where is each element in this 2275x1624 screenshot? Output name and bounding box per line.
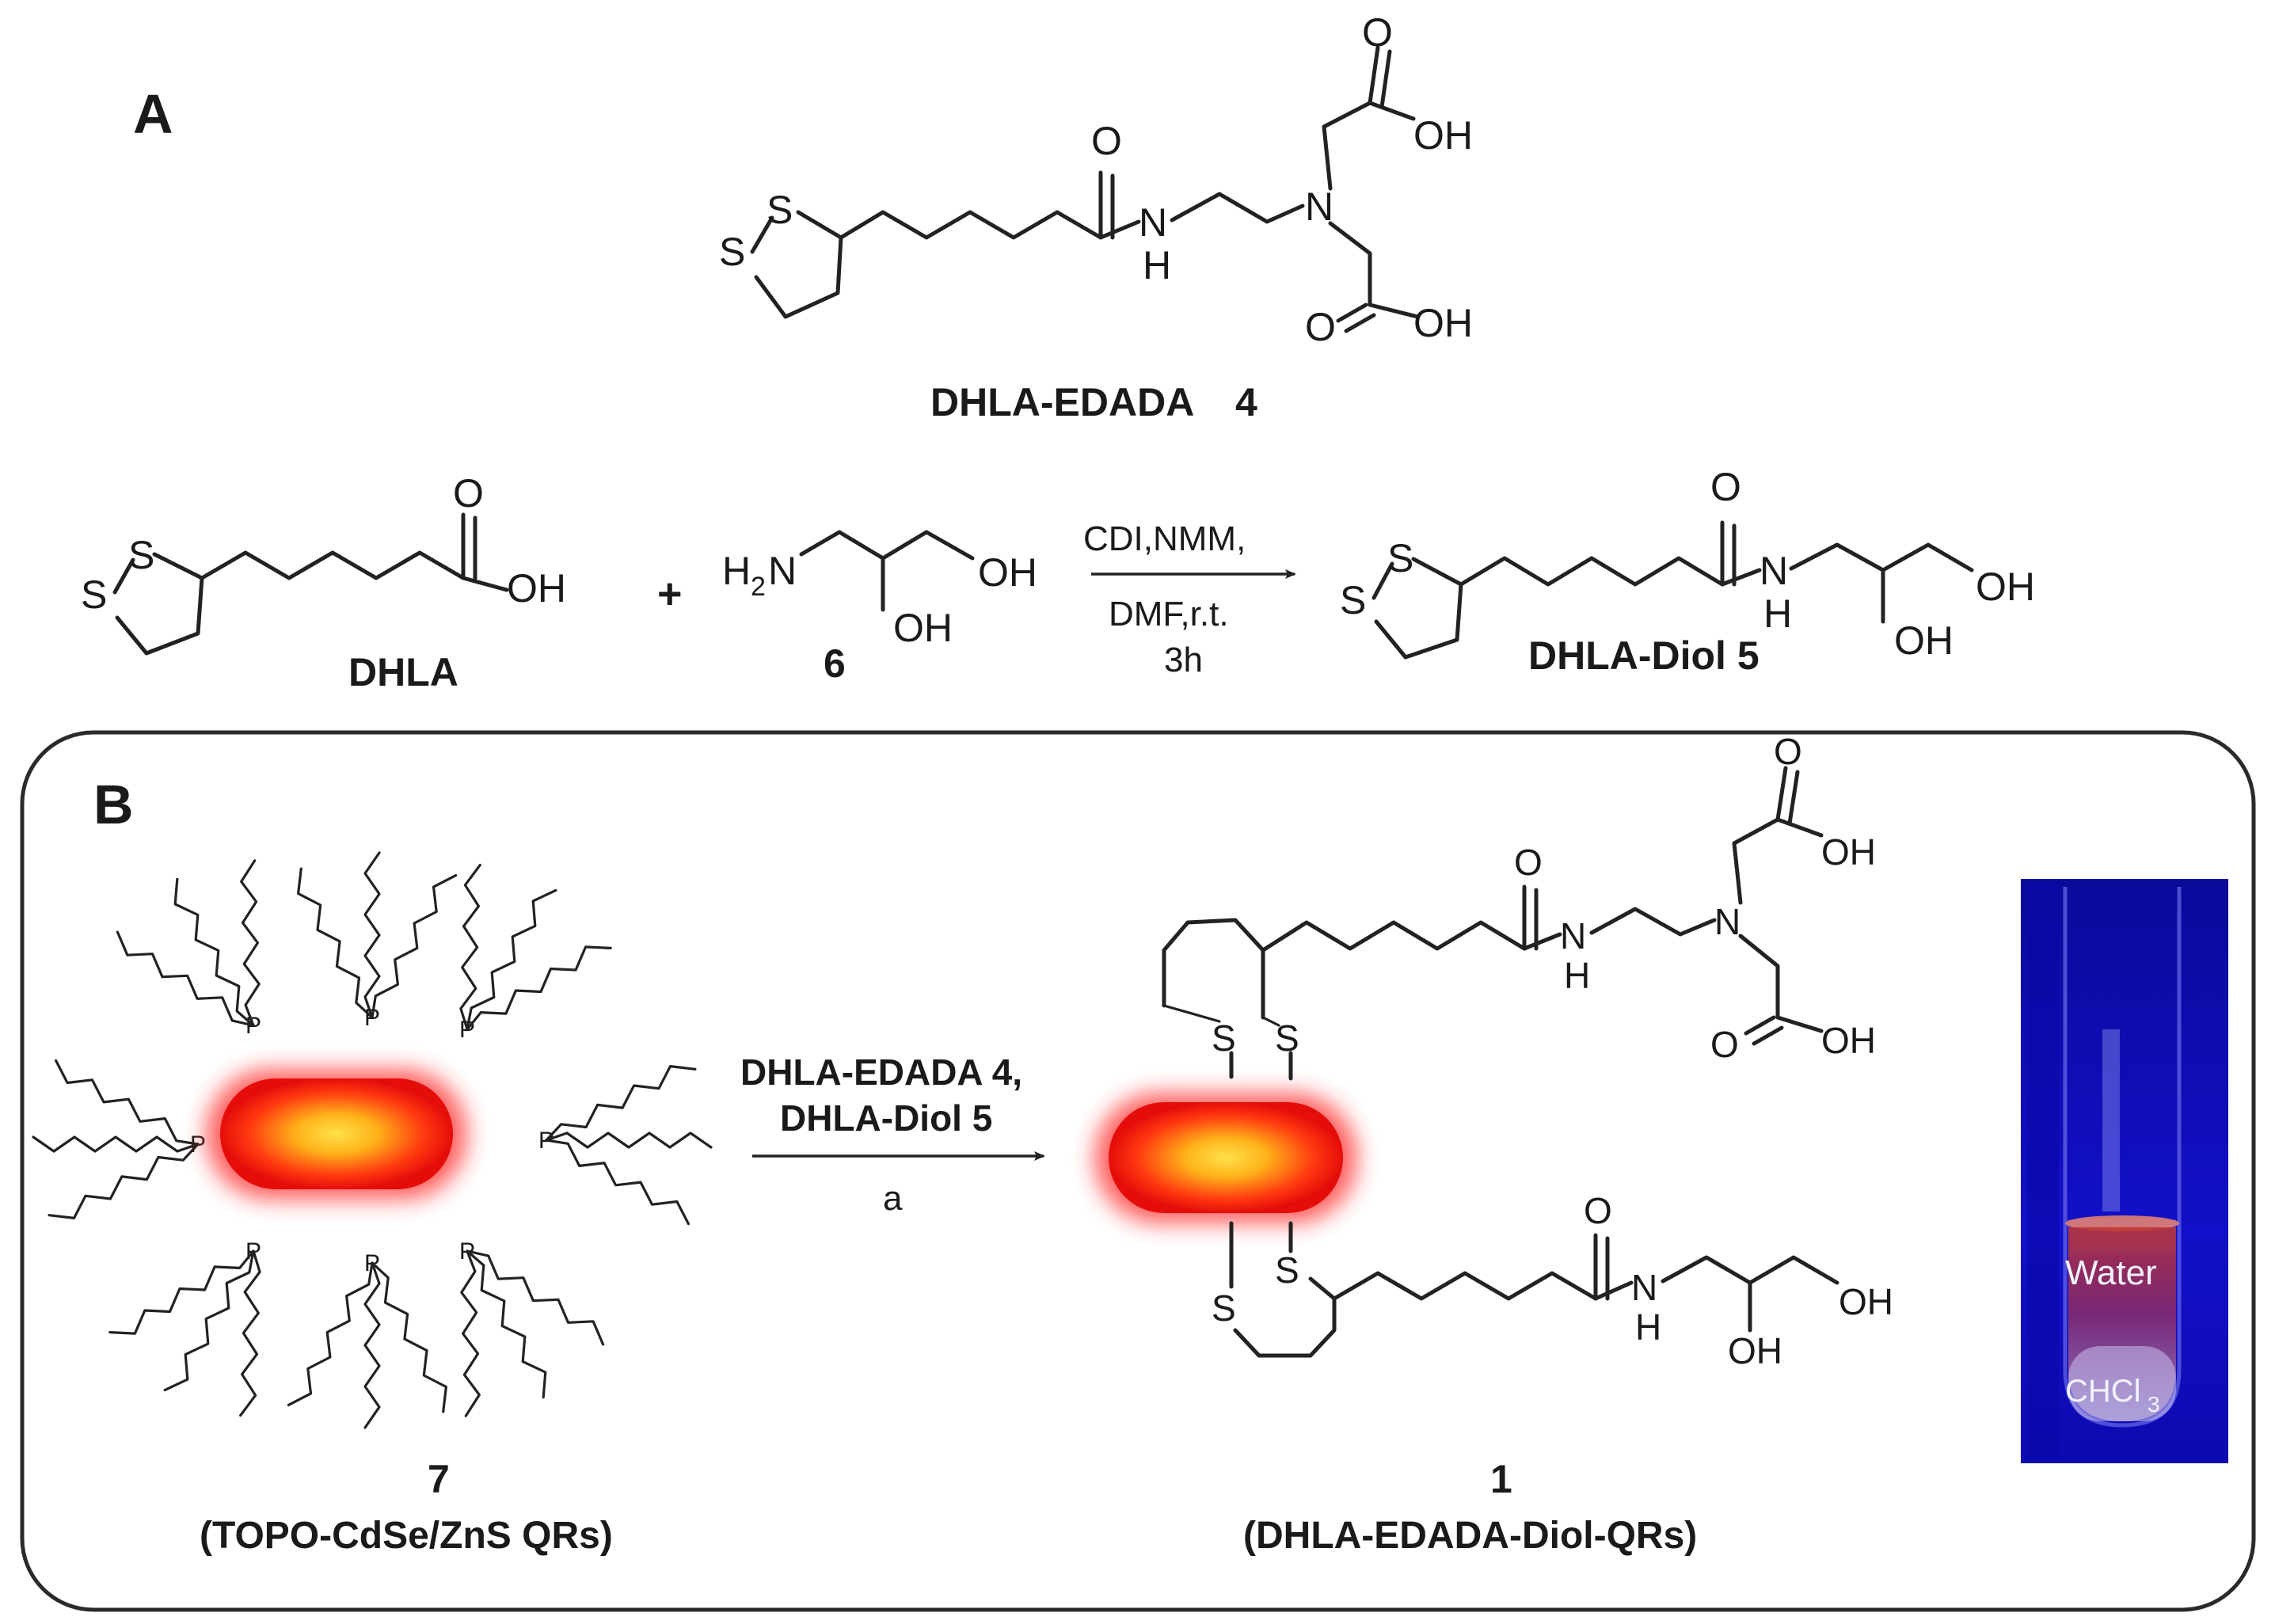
atom-prod-n1: N bbox=[1560, 915, 1586, 957]
vial-photo: Water CHCl 3 bbox=[2021, 879, 2228, 1463]
atom-prod-n2: N bbox=[1714, 901, 1740, 942]
conditions-line3: 3h bbox=[1164, 641, 1203, 679]
atom-o-acid1: O bbox=[1362, 10, 1393, 55]
topo-octyl-chain bbox=[173, 877, 255, 1027]
topo-octyl-chain bbox=[363, 1261, 381, 1429]
aminopropanediol-structure: H 2 N OH OH bbox=[722, 530, 1037, 650]
topo-octyl-chain bbox=[363, 851, 381, 1019]
topo-octyl-chain bbox=[240, 859, 261, 1027]
photo-chcl-sub: 3 bbox=[2148, 1392, 2160, 1417]
atom-s2: S bbox=[719, 230, 745, 274]
atom-prod-h3: H bbox=[1635, 1306, 1661, 1348]
atom-prod-o1: O bbox=[1514, 842, 1543, 883]
panel-a-letter: A bbox=[133, 83, 173, 145]
atom-o-acid2: O bbox=[1305, 305, 1336, 349]
topo-octyl-chain bbox=[466, 1249, 547, 1399]
atom-prod-n3: N bbox=[1631, 1267, 1657, 1308]
product-name: (DHLA-EDADA-Diol-QRs) bbox=[1243, 1515, 1697, 1557]
atom-prod-oh4: OH bbox=[1728, 1330, 1782, 1371]
atom-amine-oh2: OH bbox=[893, 606, 953, 650]
conditions-line2: DMF,r.t. bbox=[1109, 595, 1229, 633]
reagent-line1: DHLA-EDADA 4, bbox=[740, 1052, 1022, 1093]
atom-dhla-oh: OH bbox=[507, 566, 566, 610]
atom-oh-acid2: OH bbox=[1413, 301, 1473, 345]
topo-octyl-chain bbox=[287, 1261, 374, 1406]
atom-s1: S bbox=[767, 188, 793, 232]
plus-sign: + bbox=[657, 570, 683, 618]
topo-octyl-chain bbox=[163, 1249, 255, 1392]
topo-octyl-chain bbox=[466, 945, 612, 1031]
amine-number: 6 bbox=[824, 641, 846, 686]
topo-octyl-chain bbox=[55, 1059, 200, 1146]
atom-diol-s1: S bbox=[1387, 536, 1413, 580]
atom-prod-oh2: OH bbox=[1821, 1020, 1876, 1061]
topo-octyl-chain bbox=[32, 1135, 200, 1153]
atom-n-amide: N bbox=[1139, 200, 1167, 245]
atom-dhla-o: O bbox=[453, 471, 484, 515]
topo-octyl-chain bbox=[545, 1065, 697, 1142]
atom-h-amide: H bbox=[1143, 243, 1171, 287]
atom-prod-s2: S bbox=[1275, 1017, 1299, 1059]
atom-dhla-s2: S bbox=[81, 572, 107, 617]
atom-n-tertiary: N bbox=[1305, 184, 1333, 229]
atom-amine-oh1: OH bbox=[978, 550, 1037, 595]
atom-diol-n: N bbox=[1760, 549, 1788, 593]
atom-diol-oh1: OH bbox=[1976, 565, 2035, 609]
atom-prod-h1: H bbox=[1564, 955, 1590, 996]
photo-water-label: Water bbox=[2065, 1253, 2157, 1292]
atom-prod-s3: S bbox=[1212, 1287, 1236, 1329]
topo-octyl-chain bbox=[459, 863, 481, 1031]
dhla-structure: S S O OH bbox=[81, 471, 566, 656]
atom-diol-h: H bbox=[1763, 591, 1792, 636]
atom-dhla-s1: S bbox=[128, 533, 154, 577]
topo-octyl-chain bbox=[545, 1131, 713, 1149]
topo-octyl-chain bbox=[466, 888, 557, 1031]
product-ligands: S S O N H N O OH O OH S S O N H OH OH bbox=[1162, 731, 1893, 1371]
atom-h2n-n: N bbox=[768, 549, 797, 593]
atom-h2n-h: H bbox=[722, 549, 751, 593]
topo-octyl-chain bbox=[108, 1249, 255, 1335]
dhla-edada-structure: S S O N H N O OH O OH bbox=[719, 10, 1473, 349]
dhla-label: DHLA bbox=[348, 650, 458, 694]
atom-prod-o2: O bbox=[1774, 731, 1802, 772]
topo-octyl-chain bbox=[116, 930, 255, 1027]
atom-prod-o3: O bbox=[1710, 1024, 1739, 1065]
atom-oh-acid1: OH bbox=[1413, 113, 1473, 158]
topo-octyl-chain bbox=[297, 867, 374, 1019]
panel-b-letter: B bbox=[93, 774, 134, 835]
conditions-line1: CDI,NMM, bbox=[1083, 519, 1246, 558]
reagent-line2: DHLA-Diol 5 bbox=[780, 1097, 992, 1139]
atom-prod-s4: S bbox=[1275, 1249, 1299, 1291]
edada-number: 4 bbox=[1235, 380, 1257, 424]
quantum-rod-reactant bbox=[206, 1069, 467, 1200]
topo-octyl-chain bbox=[48, 1143, 200, 1219]
atom-h2n-sub: 2 bbox=[751, 572, 766, 602]
atom-prod-oh1: OH bbox=[1821, 831, 1876, 873]
reactant-number: 7 bbox=[428, 1457, 450, 1501]
topo-octyl-chain bbox=[545, 1139, 690, 1226]
panel-b-frame bbox=[20, 730, 2256, 1612]
quantum-rod-product bbox=[1094, 1093, 1357, 1223]
atom-diol-s2: S bbox=[1340, 578, 1366, 622]
atom-prod-o4: O bbox=[1584, 1190, 1612, 1231]
topo-octyl-chain bbox=[371, 1261, 447, 1413]
photo-chcl-label: CHCl bbox=[2065, 1374, 2141, 1409]
atom-prod-oh3: OH bbox=[1839, 1281, 1893, 1322]
product-number: 1 bbox=[1490, 1457, 1512, 1501]
atom-o-amide: O bbox=[1091, 119, 1122, 163]
reactant-name: (TOPO-CdSe/ZnS QRs) bbox=[200, 1515, 613, 1557]
topo-octyl-chain bbox=[466, 1249, 605, 1346]
atom-prod-s1: S bbox=[1212, 1017, 1236, 1059]
topo-octyl-chain bbox=[239, 1249, 261, 1417]
diol-label: DHLA-Diol 5 bbox=[1528, 633, 1760, 678]
atom-diol-oh2: OH bbox=[1894, 618, 1954, 663]
atom-diol-o: O bbox=[1710, 465, 1741, 509]
topo-octyl-chain bbox=[460, 1249, 481, 1417]
edada-label: DHLA-EDADA bbox=[930, 380, 1194, 424]
dhla-diol-structure: S S O N H OH OH bbox=[1340, 465, 2035, 663]
topo-octyl-chain bbox=[371, 874, 458, 1019]
reagent-condition: a bbox=[883, 1179, 903, 1218]
